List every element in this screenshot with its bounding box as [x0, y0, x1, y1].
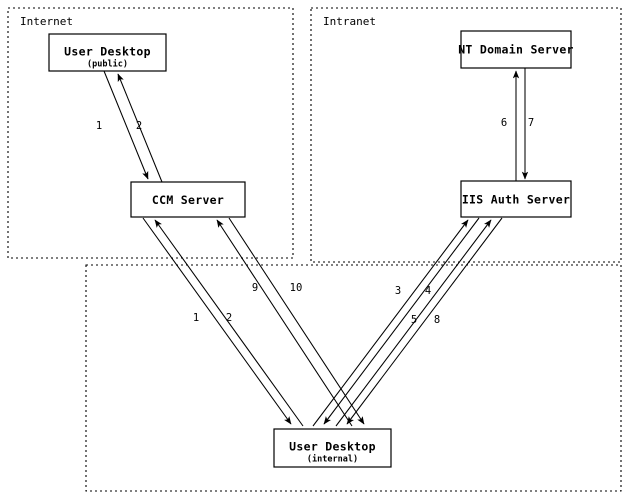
flow-4-label: 4	[425, 285, 431, 297]
zone-intranet-label: Intranet	[323, 15, 376, 28]
zone-intranet-border	[310, 7, 622, 263]
node-ccm-server-title: CCM Server	[152, 193, 224, 207]
node-user-desktop-internal-box[interactable]	[273, 428, 392, 468]
zone-internet-label: Internet	[20, 15, 73, 28]
flow-6-label: 6	[501, 117, 507, 129]
node-user-desktop-internal-title: User Desktop	[289, 440, 376, 454]
node-nt-domain-server[interactable]: NT Domain Server	[458, 30, 574, 69]
flow-8-line	[346, 217, 503, 425]
flow-10-label: 10	[290, 282, 303, 294]
flow-5-label: 5	[411, 314, 417, 326]
zone-intranet: Intranet	[310, 7, 622, 263]
flow-group-internal-iis-34: 3 4	[312, 217, 480, 427]
flow-3-line	[312, 219, 469, 427]
node-user-desktop-public-box[interactable]	[48, 33, 167, 72]
flow-5-line	[335, 219, 492, 427]
zone-internet-border	[7, 7, 294, 259]
flow-7-label: 7	[528, 117, 534, 129]
flow-group-ccm-internal-12: 1 2	[142, 217, 304, 427]
node-user-desktop-public-title: User Desktop	[64, 45, 151, 59]
flow-9-line	[216, 219, 353, 427]
flow-group-ccm-internal-910: 9 10	[216, 217, 365, 427]
node-user-desktop-public-subtitle: (public)	[87, 59, 128, 70]
node-user-desktop-internal[interactable]: User Desktop (internal)	[273, 428, 392, 468]
node-nt-domain-server-title: NT Domain Server	[458, 43, 574, 57]
flow-1-internal-line	[142, 217, 292, 425]
flow-2-internal-label: 2	[226, 312, 232, 324]
node-ccm-server-box[interactable]	[130, 181, 246, 218]
flow-1-public-line	[103, 70, 149, 180]
node-user-desktop-internal-subtitle: (internal)	[307, 454, 358, 465]
flow-10-line	[228, 217, 365, 425]
node-ccm-server[interactable]: CCM Server	[130, 181, 246, 218]
flow-group-internal-iis-58: 5 8	[335, 217, 503, 427]
node-iis-auth-server[interactable]: IIS Auth Server	[460, 180, 572, 218]
node-iis-auth-server-title: IIS Auth Server	[462, 193, 570, 207]
flow-group-public-ccm: 1 2	[96, 70, 163, 183]
node-nt-domain-server-box[interactable]	[460, 30, 572, 69]
flow-group-iis-nt: 6 7	[501, 68, 534, 181]
flow-9-label: 9	[252, 282, 258, 294]
flow-1-public-label: 1	[96, 120, 102, 132]
flow-4-line	[323, 217, 480, 425]
flow-3-label: 3	[395, 285, 401, 297]
node-iis-auth-server-box[interactable]	[460, 180, 572, 218]
node-user-desktop-public[interactable]: User Desktop (public)	[48, 33, 167, 72]
zone-internet: Internet	[7, 7, 294, 259]
flow-2-public-line	[117, 73, 163, 183]
flow-8-label: 8	[434, 314, 440, 326]
flow-2-internal-line	[154, 219, 304, 427]
flow-1-internal-label: 1	[193, 312, 199, 324]
flow-2-public-label: 2	[136, 120, 142, 132]
